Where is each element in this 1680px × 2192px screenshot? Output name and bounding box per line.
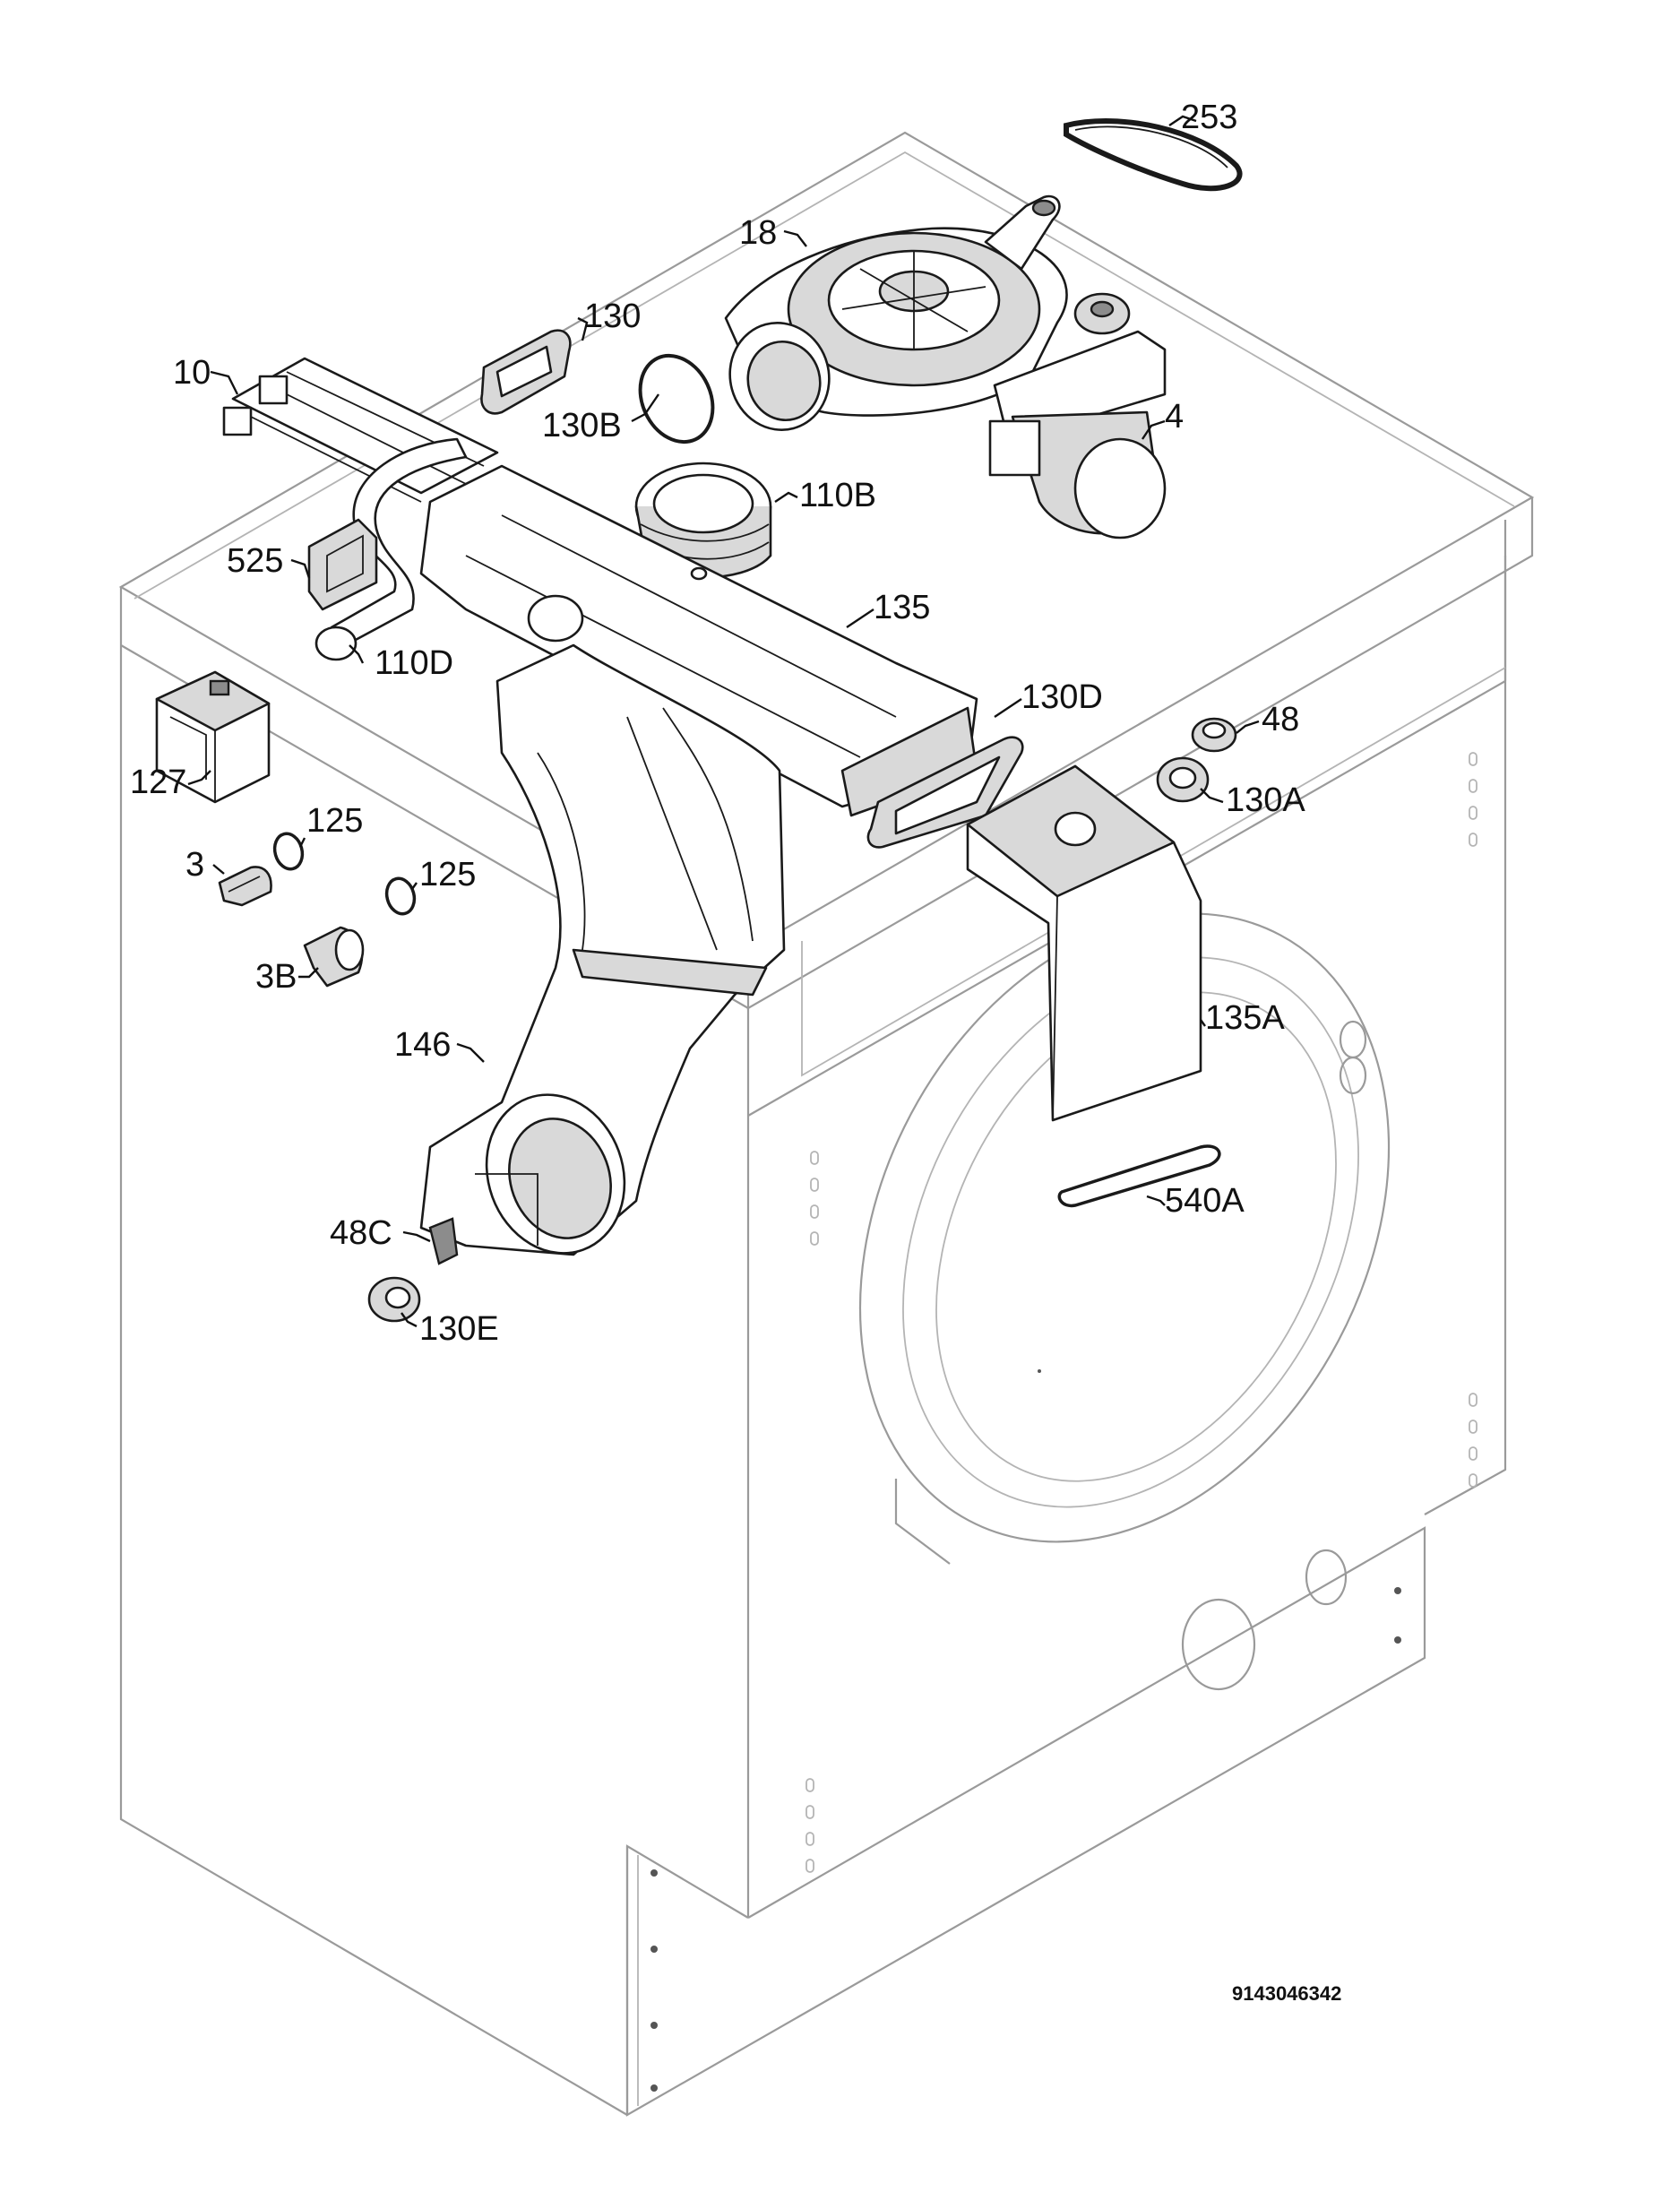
label-130E: 130E — [419, 1310, 499, 1348]
part-3B-clip — [303, 926, 365, 988]
label-135: 135 — [874, 589, 930, 626]
label-4: 4 — [1165, 398, 1184, 436]
part-130A-seal-ring — [1156, 756, 1210, 803]
label-18: 18 — [739, 214, 777, 252]
part-110D-hose — [314, 437, 468, 661]
part-540A-gasket — [1057, 1144, 1221, 1208]
part-130E-seal — [367, 1276, 421, 1323]
part-127-sensor — [155, 670, 271, 804]
label-130D: 130D — [1021, 678, 1103, 716]
callout-labels: 253 18 130 10 130B 4 110B 525 135 110D 1… — [130, 99, 1305, 1348]
label-253: 253 — [1181, 99, 1237, 136]
label-48C: 48C — [330, 1214, 392, 1252]
label-130A: 130A — [1226, 781, 1305, 819]
label-10: 10 — [173, 354, 211, 392]
part-146-condenser-duct — [419, 643, 786, 1256]
part-125-o-ring-upper — [272, 832, 305, 871]
document-number: 9143046342 — [1232, 1982, 1341, 2005]
label-110D: 110D — [375, 644, 453, 682]
part-135A-front-duct — [966, 764, 1202, 1122]
label-540A: 540A — [1165, 1182, 1245, 1220]
label-3B: 3B — [255, 958, 297, 996]
part-18-fan-housing — [724, 194, 1068, 431]
label-48: 48 — [1262, 701, 1299, 738]
label-130: 130 — [584, 298, 641, 335]
part-10-heating-element — [222, 357, 499, 503]
label-130B: 130B — [542, 407, 622, 444]
part-130-gasket — [480, 329, 572, 415]
leader-lines — [187, 115, 1260, 1328]
part-125-o-ring-lower — [384, 876, 417, 916]
part-48-nut — [1191, 717, 1237, 753]
part-3-clip — [218, 866, 272, 907]
part-253-drive-belt — [1064, 118, 1243, 192]
label-127: 127 — [130, 764, 186, 801]
part-4-motor — [988, 292, 1167, 539]
label-125-lower: 125 — [419, 856, 476, 893]
label-3: 3 — [185, 846, 204, 884]
label-110B: 110B — [799, 477, 876, 514]
label-146: 146 — [394, 1026, 451, 1064]
part-525-bracket — [307, 518, 378, 611]
label-125-upper: 125 — [306, 802, 363, 840]
part-135-air-duct — [419, 464, 978, 817]
label-525: 525 — [227, 542, 283, 580]
part-48C-connector — [428, 1217, 459, 1265]
label-135A: 135A — [1205, 999, 1285, 1037]
part-130B-o-ring — [638, 353, 715, 444]
